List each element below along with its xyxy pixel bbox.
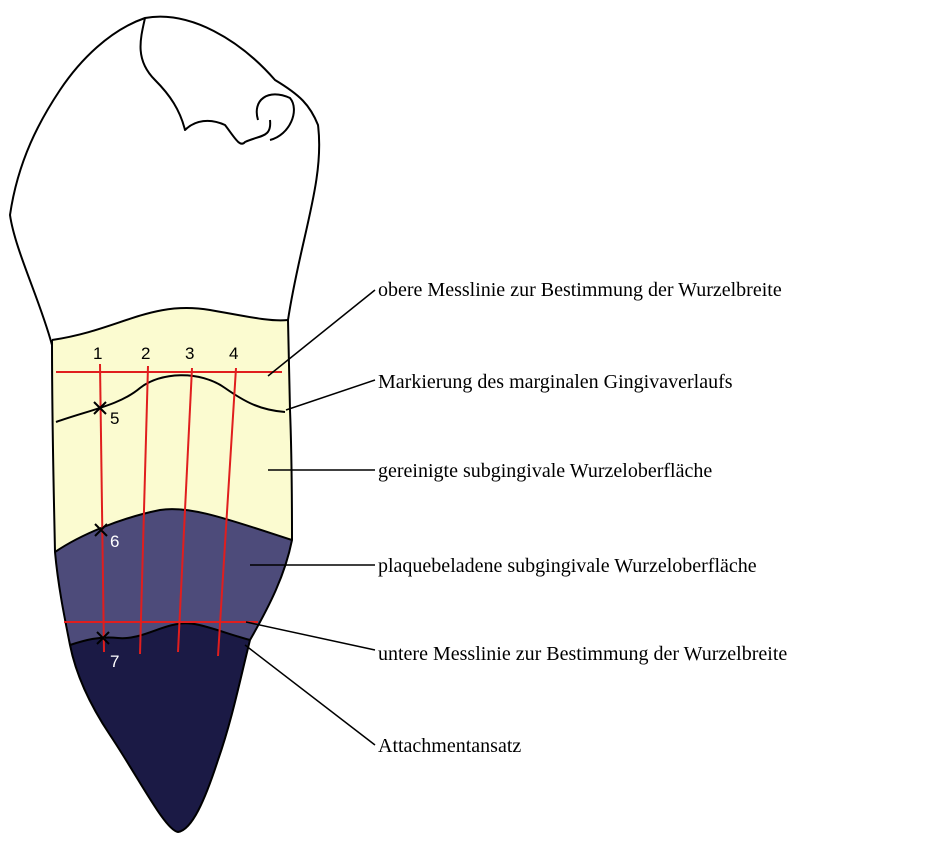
attached-root-surface: [70, 623, 250, 832]
leader-line-attachment: [245, 645, 375, 745]
leader-line-gingival-margin: [286, 380, 375, 410]
callout-lower-measure-line: untere Messlinie zur Bestimmung der Wurz…: [378, 643, 787, 665]
leader-line-lower-measure: [246, 622, 375, 650]
measure-number-4: 4: [229, 344, 238, 363]
mark-number-6: 6: [110, 532, 119, 551]
callout-upper-measure-line: obere Messlinie zur Bestimmung der Wurze…: [378, 279, 782, 301]
measure-number-2: 2: [141, 344, 150, 363]
callout-plaque-root-surface: plaquebeladene subgingivale Wurzeloberfl…: [378, 555, 757, 577]
crown-cusp-bulge: [257, 94, 294, 140]
crown-cusp-line: [141, 18, 271, 144]
callout-gingival-margin: Markierung des marginalen Gingivaverlauf…: [378, 371, 733, 393]
measure-number-1: 1: [93, 344, 102, 363]
callout-attachment: Attachmentansatz: [378, 735, 521, 757]
measure-number-3: 3: [185, 344, 194, 363]
crown-outline: [10, 17, 319, 345]
mark-number-7: 7: [110, 652, 119, 671]
mark-number-5: 5: [110, 409, 119, 428]
callout-cleaned-root-surface: gereinigte subgingivale Wurzeloberfläche: [378, 460, 712, 482]
